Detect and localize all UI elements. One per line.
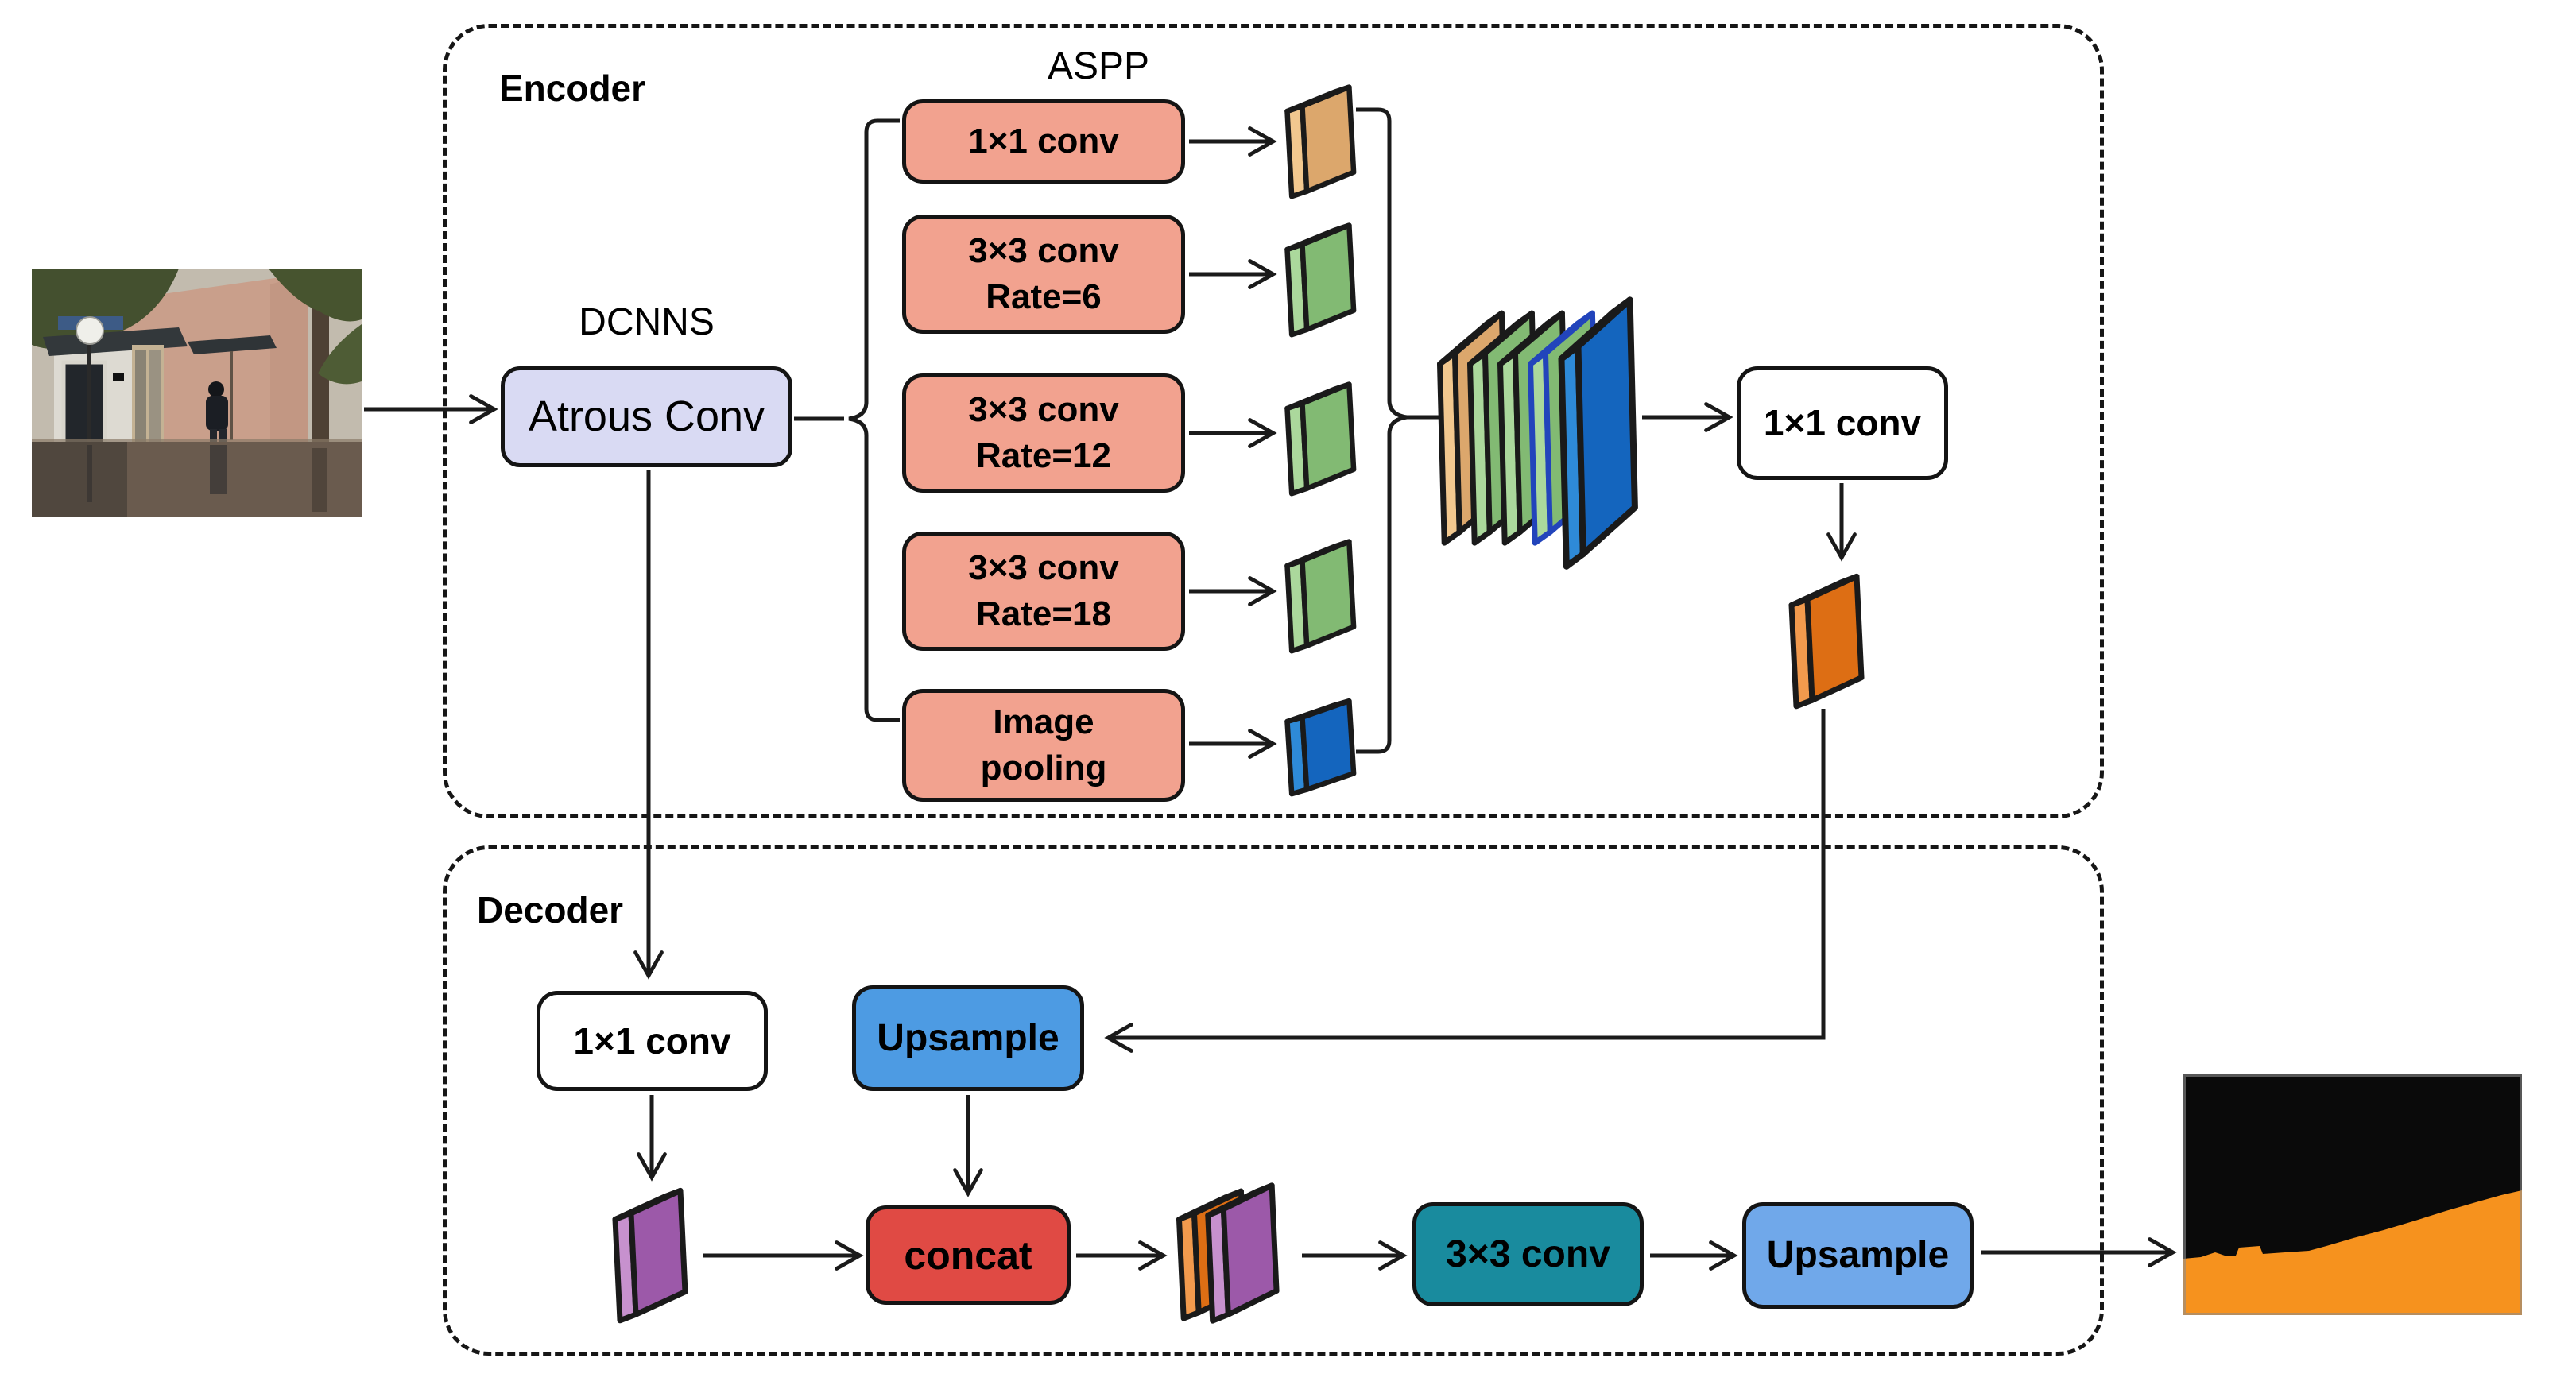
- atrous-conv-label: Atrous Conv: [528, 392, 765, 440]
- concatenated-feature-stack: [1437, 296, 1638, 570]
- aspp-output-map-3: [1284, 381, 1357, 497]
- aspp-label: ASPP: [1048, 45, 1150, 87]
- image-pooling-line2: pooling: [980, 749, 1107, 787]
- image-pooling-line1: Image: [993, 702, 1094, 741]
- decoder-upsample1-box: Upsample: [852, 985, 1084, 1091]
- decoder-conv1x1-label: 1×1 conv: [573, 1020, 731, 1062]
- decoder-concat-box: concat: [866, 1205, 1071, 1305]
- decoder-concat-label: concat: [904, 1232, 1032, 1278]
- encoder-conv1x1-box: 1×1 conv: [1737, 366, 1948, 480]
- decoder-conv3x3-box: 3×3 conv: [1412, 1202, 1644, 1306]
- aspp-conv3x3-rate6-box: 3×3 conv Rate=6: [902, 215, 1185, 334]
- arrow-encoder-output-to-upsample: [1104, 709, 1826, 1053]
- input-photo: [32, 269, 362, 517]
- decoder-conv1x1-box: 1×1 conv: [537, 991, 768, 1091]
- dcnns-label: DCNNS: [579, 301, 715, 343]
- decoder-region-outline: [443, 845, 2104, 1356]
- encoder-conv1x1-label: 1×1 conv: [1763, 402, 1922, 444]
- aspp-rate12-line2: Rate=12: [975, 436, 1111, 475]
- aspp-conv1x1-box: 1×1 conv: [902, 99, 1185, 184]
- low-level-feature-map: [612, 1187, 688, 1324]
- aspp-rate18-line2: Rate=18: [975, 594, 1111, 633]
- aspp-left-brace: [848, 118, 900, 722]
- encoder-output-map: [1788, 573, 1865, 710]
- aspp-output-map-2: [1284, 222, 1357, 338]
- output-segmentation-mask: [2183, 1074, 2522, 1315]
- aspp-rate12-line1: 3×3 conv: [968, 389, 1119, 429]
- decoder-upsample2-box: Upsample: [1742, 1202, 1974, 1309]
- aspp-conv1x1-label: 1×1 conv: [968, 121, 1119, 161]
- mask-flood-region: [2183, 1190, 2522, 1315]
- decoder-upsample1-label: Upsample: [877, 1016, 1059, 1059]
- atrous-conv-box: Atrous Conv: [501, 366, 792, 467]
- aspp-output-map-4: [1284, 539, 1357, 654]
- encoder-label: Encoder: [499, 68, 646, 109]
- decoder-label: Decoder: [477, 889, 624, 931]
- aspp-conv3x3-rate12-box: 3×3 conv Rate=12: [902, 373, 1185, 493]
- decoder-conv3x3-label: 3×3 conv: [1446, 1232, 1610, 1275]
- encoder-region-outline: [443, 24, 2104, 818]
- aspp-conv3x3-rate18-box: 3×3 conv Rate=18: [902, 532, 1185, 651]
- concatenated-pair-maps: [1176, 1182, 1280, 1324]
- aspp-rate18-line1: 3×3 conv: [968, 547, 1119, 587]
- decoder-upsample2-label: Upsample: [1766, 1234, 1950, 1277]
- aspp-output-map-1: [1284, 84, 1357, 199]
- aspp-rate6-line2: Rate=6: [986, 277, 1102, 316]
- aspp-output-map-5: [1284, 698, 1357, 797]
- aspp-image-pooling-box: Image pooling: [902, 689, 1185, 802]
- aspp-rate6-line1: 3×3 conv: [968, 230, 1119, 270]
